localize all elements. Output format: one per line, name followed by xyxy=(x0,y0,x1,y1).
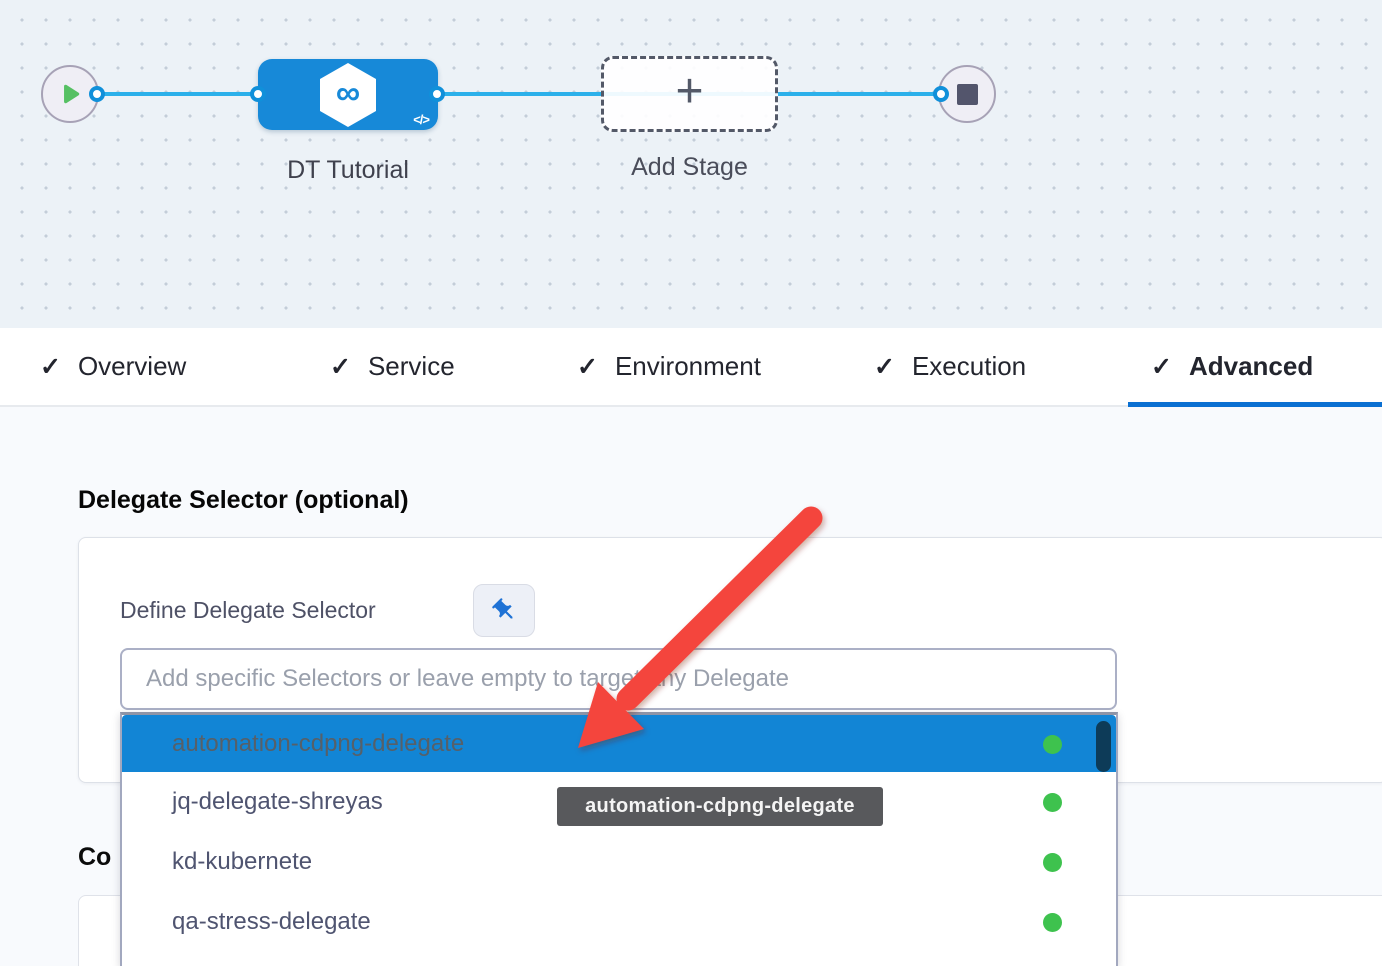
define-delegate-selector-label: Define Delegate Selector xyxy=(120,597,376,623)
dropdown-item-label: jq-delegate-shreyas xyxy=(172,788,383,815)
tab-label: Execution xyxy=(911,351,1027,381)
dropdown-item-qa-stress-delegate[interactable]: qa-stress-delegate xyxy=(122,892,1116,952)
stage-node-label: DT Tutorial xyxy=(287,156,409,184)
dropdown-item-kd-kubernete[interactable]: kd-kubernete xyxy=(122,832,1116,892)
next-section-heading-partial: Co xyxy=(78,843,112,871)
advanced-tab-content: Delegate Selector (optional) Define Dele… xyxy=(0,409,1382,966)
add-stage-button[interactable]: + xyxy=(601,56,778,132)
check-icon: ✓ xyxy=(874,352,895,381)
delegate-selector-dropdown: automation-cdpng-delegate jq-delegate-sh… xyxy=(120,712,1118,966)
dropdown-scrollbar[interactable] xyxy=(1096,721,1111,772)
connector-dot[interactable] xyxy=(933,86,949,102)
dropdown-item-automation-cdpng-delegate[interactable]: automation-cdpng-delegate xyxy=(122,715,1116,772)
add-stage-label: Add Stage xyxy=(631,153,748,181)
delegate-status-dot xyxy=(1043,853,1062,872)
tab-label: Overview xyxy=(77,351,187,381)
harness-cd-icon: ∞ xyxy=(317,62,379,128)
connector-dot[interactable] xyxy=(250,86,266,102)
tab-label: Environment xyxy=(614,351,761,381)
stage-node-dt-tutorial[interactable]: ∞ </> xyxy=(250,59,445,130)
tab-service[interactable]: ✓ Service xyxy=(330,328,455,405)
check-icon: ✓ xyxy=(577,352,598,381)
delegate-selector-input[interactable] xyxy=(120,648,1117,710)
dropdown-item-label: qa-stress-delegate xyxy=(172,908,371,935)
tab-environment[interactable]: ✓ Environment xyxy=(577,328,761,405)
delegate-status-dot xyxy=(1043,734,1062,754)
tab-overview[interactable]: ✓ Overview xyxy=(40,328,186,405)
delegate-selector-heading: Delegate Selector (optional) xyxy=(78,486,409,514)
pipeline-canvas[interactable]: ∞ </> + DT Tutorial Add Stage xyxy=(0,0,1382,328)
connector-dot[interactable] xyxy=(429,86,445,102)
check-icon: ✓ xyxy=(330,352,351,381)
delegate-status-dot xyxy=(1043,913,1062,932)
tab-label: Advanced xyxy=(1188,351,1314,381)
tab-execution[interactable]: ✓ Execution xyxy=(874,328,1026,405)
code-tag-icon: </> xyxy=(413,112,430,127)
plus-icon: + xyxy=(675,65,704,118)
tab-advanced[interactable]: ✓ Advanced xyxy=(1151,328,1313,405)
play-icon xyxy=(64,84,80,104)
dropdown-item-label: automation-cdpng-delegate xyxy=(172,729,465,757)
dropdown-item-jq-delegate-shreyas[interactable]: jq-delegate-shreyas xyxy=(122,772,1116,832)
check-icon: ✓ xyxy=(1151,352,1172,381)
delegate-tooltip: automation-cdpng-delegate xyxy=(557,787,883,826)
pipeline-connector-line xyxy=(97,92,941,96)
dropdown-item-label: kd-kubernete xyxy=(172,848,313,875)
pin-toggle-button[interactable] xyxy=(473,584,535,637)
active-tab-underline xyxy=(1128,402,1382,407)
connector-dot[interactable] xyxy=(89,86,105,102)
stage-tabbar: ✓ Overview ✓ Service ✓ Environment ✓ Exe… xyxy=(0,328,1382,407)
check-icon: ✓ xyxy=(40,352,61,381)
pushpin-icon xyxy=(491,598,512,619)
tab-label: Service xyxy=(367,351,455,381)
stop-icon xyxy=(956,83,978,105)
delegate-status-dot xyxy=(1043,793,1062,812)
